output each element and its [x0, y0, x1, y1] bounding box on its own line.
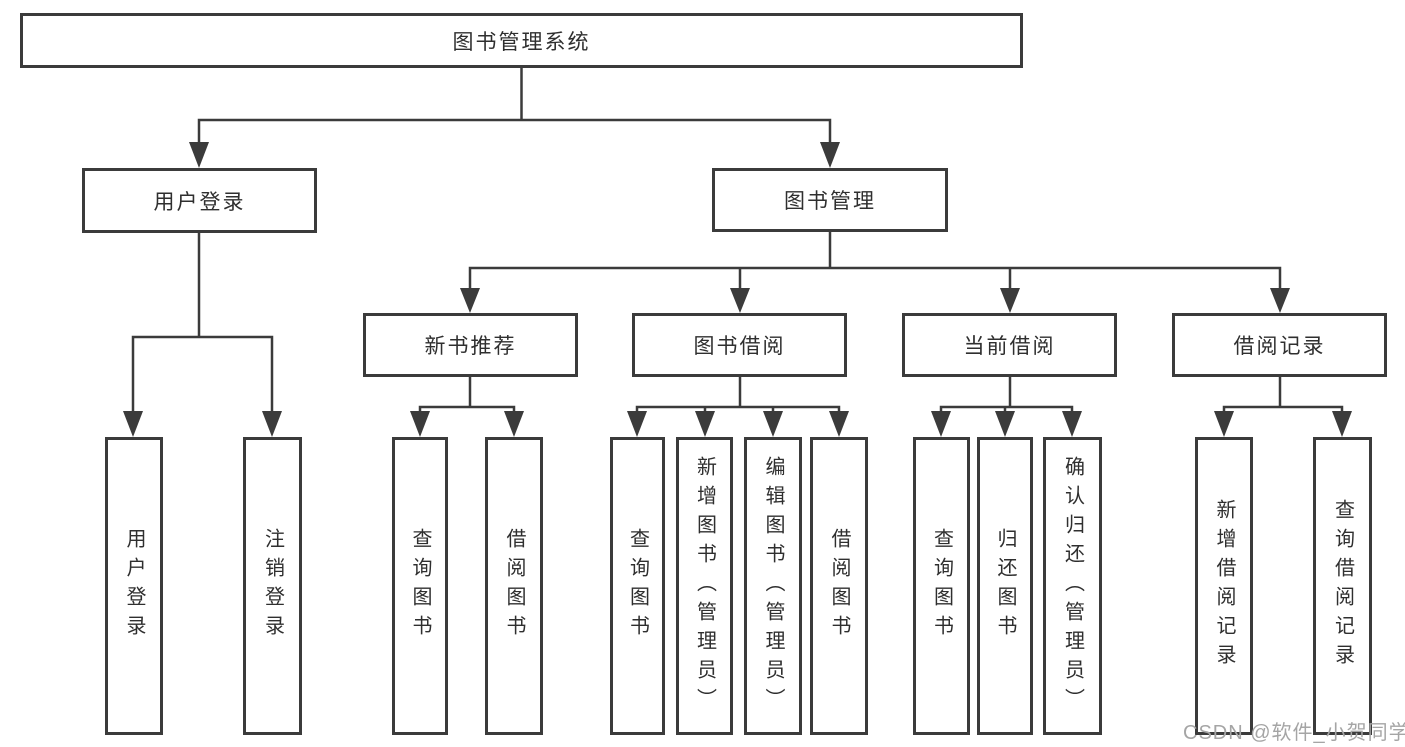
- leaf-borrow-books: 借阅图书: [810, 437, 868, 735]
- leaf-label: 确认归还（管理员）: [1061, 455, 1084, 717]
- leaf-label: 新增图书（管理员）: [693, 455, 716, 717]
- leaf-label: 查询借阅记录: [1331, 499, 1354, 673]
- csdn-watermark: CSDN @软件_小贺同学: [1183, 722, 1405, 744]
- node-label: 图书借阅: [693, 335, 786, 358]
- leaf-label: 用户登录: [123, 528, 145, 644]
- leaf-label: 借阅图书: [503, 528, 525, 644]
- node-label: 新书推荐: [424, 335, 517, 358]
- node-new-book-recommend: 新书推荐: [363, 313, 578, 377]
- leaf-edit-book-admin: 编辑图书（管理员）: [744, 437, 802, 735]
- leaf-add-book-admin: 新增图书（管理员）: [676, 437, 733, 735]
- arrowheads: [123, 142, 1352, 437]
- node-label: 用户登录: [153, 190, 246, 214]
- leaf-add-borrow-record: 新增借阅记录: [1195, 437, 1253, 735]
- node-label: 图书管理: [784, 190, 876, 213]
- node-borrow-records: 借阅记录: [1172, 313, 1387, 377]
- leaf-label: 编辑图书（管理员）: [762, 455, 784, 717]
- leaf-query-borrow-record: 查询借阅记录: [1313, 437, 1372, 735]
- leaf-query-books-current: 查询图书: [913, 437, 970, 735]
- leaf-label: 查询图书: [409, 528, 431, 644]
- leaf-label: 查询图书: [930, 528, 953, 644]
- leaf-confirm-return-admin: 确认归还（管理员）: [1043, 437, 1102, 735]
- leaf-label: 借阅图书: [828, 528, 850, 644]
- leaf-return-book: 归还图书: [977, 437, 1033, 735]
- node-label: 借阅记录: [1233, 335, 1326, 358]
- node-library-management-system: 图书管理系统: [20, 13, 1023, 68]
- leaf-borrow-books-recommend: 借阅图书: [485, 437, 543, 735]
- leaf-user-login: 用户登录: [105, 437, 163, 735]
- leaf-logout: 注销登录: [243, 437, 302, 735]
- leaf-query-books-borrow: 查询图书: [610, 437, 665, 735]
- node-book-management: 图书管理: [712, 168, 948, 232]
- node-user-login: 用户登录: [82, 168, 317, 233]
- leaf-label: 注销登录: [261, 528, 284, 644]
- leaf-label: 查询图书: [626, 528, 649, 644]
- leaf-label: 新增借阅记录: [1213, 499, 1235, 673]
- node-label: 当前借阅: [963, 335, 1056, 358]
- node-book-borrow: 图书借阅: [632, 313, 847, 377]
- leaf-query-books-recommend: 查询图书: [392, 437, 448, 735]
- leaf-label: 归还图书: [994, 528, 1016, 644]
- node-label: 图书管理系统: [452, 30, 591, 54]
- node-current-borrow: 当前借阅: [902, 313, 1117, 377]
